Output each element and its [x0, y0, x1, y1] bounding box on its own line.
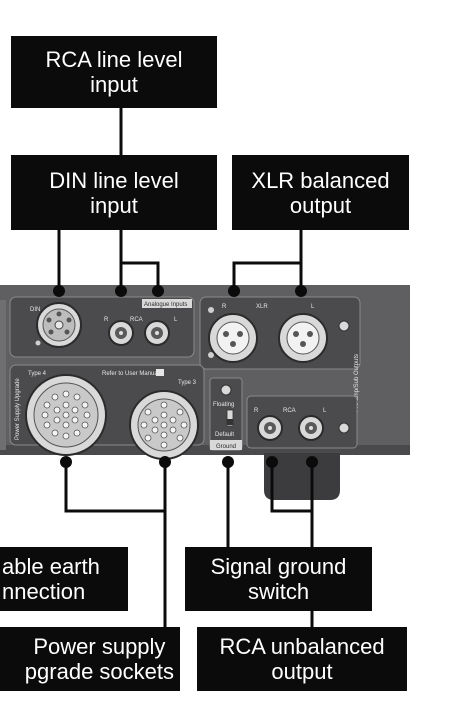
- rca-output-l-jack: [298, 415, 324, 441]
- default-label: Default: [215, 432, 234, 438]
- rca-output-r-label: R: [254, 408, 259, 414]
- device-foot: [264, 453, 340, 500]
- callout-cable-earth-connection: able earth nnection: [0, 547, 128, 611]
- rca-input-r-label: R: [104, 317, 109, 323]
- callout-rca-line-level-input: RCA line level input: [11, 36, 217, 108]
- type3-label: Type 3: [178, 380, 197, 386]
- ground-label: Ground: [216, 444, 236, 450]
- din-connector: [36, 302, 82, 348]
- callout-din-line-level-input: DIN line level input: [11, 155, 217, 230]
- manual-icon: [156, 369, 164, 376]
- refer-to-user-manual-label: Refer to User Manual: [102, 371, 159, 377]
- rca-input-l-jack: [144, 320, 170, 346]
- xlr-label: XLR: [256, 304, 268, 310]
- power-supply-upgrade-label: Power Supply Upgrade: [15, 378, 21, 440]
- xlr-l-label: L: [311, 304, 315, 310]
- callout-power-supply-upgrade-sockets: Power supply pgrade sockets: [0, 627, 180, 691]
- rca-input-l-label: L: [174, 317, 178, 323]
- anchor-dots: [53, 285, 318, 468]
- callout-rca-unbalanced-output: RCA unbalanced output: [197, 627, 407, 691]
- din-label: DIN: [30, 307, 40, 313]
- type4-socket: [25, 374, 107, 456]
- floating-label: Floating: [213, 402, 234, 408]
- rca-input-r-jack: [108, 320, 134, 346]
- rca-input-label: RCA: [130, 317, 143, 323]
- type3-socket: [129, 390, 199, 460]
- rca-output-r-jack: [257, 415, 283, 441]
- rca-output-l-label: L: [323, 408, 327, 414]
- xlr-output-l-socket: [278, 313, 328, 363]
- callout-signal-ground-switch: Signal ground switch: [185, 547, 372, 611]
- xlr-r-label: R: [222, 304, 227, 310]
- ground-switch: [226, 409, 234, 427]
- analogue-inputs-label: Analogue Inputs: [144, 302, 187, 308]
- type4-label: Type 4: [28, 371, 47, 377]
- rca-output-label: RCA: [283, 408, 296, 414]
- callout-xlr-balanced-output: XLR balanced output: [232, 155, 409, 230]
- leader-lines: [57, 108, 314, 627]
- preamp-sub-outputs-label: Pre-amp/Sub Outputs: [354, 354, 360, 412]
- xlr-output-r-socket: [208, 313, 258, 363]
